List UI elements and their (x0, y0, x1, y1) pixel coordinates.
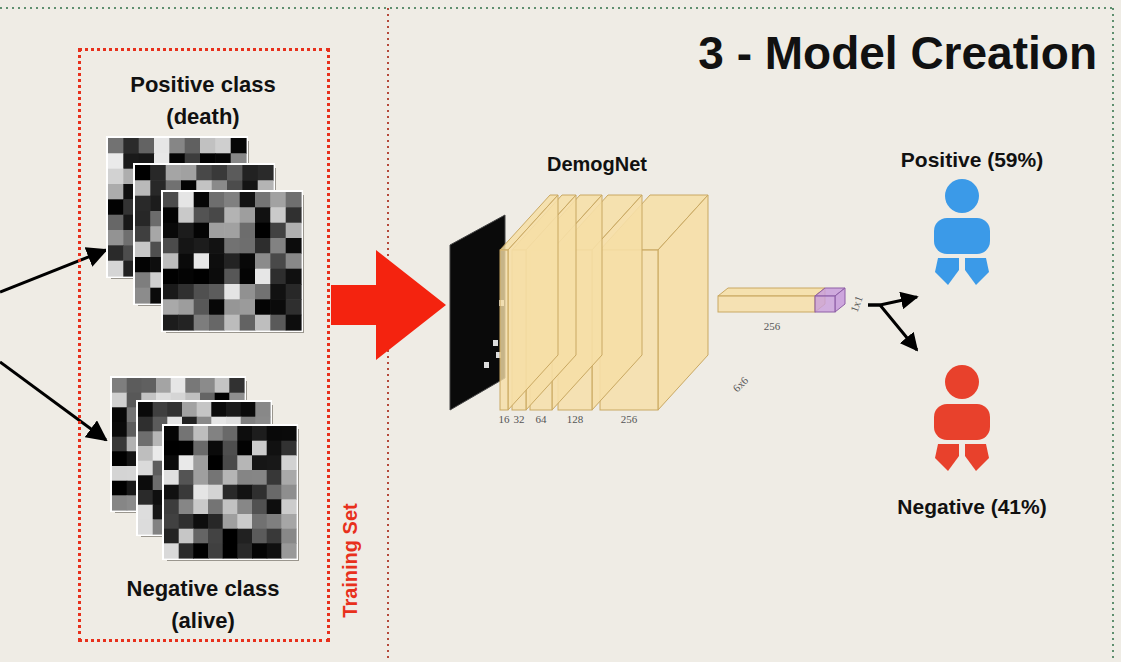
baby-icon-red (934, 365, 990, 471)
negative-class-group: Negative class (alive) (93, 375, 318, 639)
flow-arrow (331, 250, 446, 360)
node-label: Positive (59%) (862, 145, 1082, 175)
dimension-label: 128 (567, 413, 584, 425)
frame-line (0, 7, 1113, 9)
baby-icon-blue (934, 179, 990, 285)
positive-output: Positive (59%) (862, 145, 1082, 295)
cnn-layers (450, 195, 845, 410)
node-label: Negative class (alive) (108, 573, 298, 637)
dimension-label: 1x1 (848, 294, 865, 314)
dimension-label: 256 (764, 320, 781, 332)
frame-line (1112, 8, 1114, 662)
dimension-label: 16 (499, 413, 510, 425)
dimension-label: 6x6 (730, 374, 750, 394)
input-arrow (0, 362, 106, 440)
dimension-label: 32 (514, 413, 525, 425)
output-arrow (868, 305, 917, 350)
input-arrow (0, 250, 106, 292)
training-set-box: Training SetPositive class (death)Negati… (78, 48, 330, 642)
node-label: DemogNet (497, 150, 697, 179)
cnn-model: DemogNet (448, 148, 868, 438)
page-title: 3 - Model Creation (698, 26, 1097, 80)
dimension-label: 64 (536, 413, 547, 425)
dimension-label: 256 (621, 413, 638, 425)
image-stacks (106, 136, 304, 561)
node-label: Negative (41%) (862, 492, 1082, 522)
positive-class-group: Positive class (death) (93, 65, 313, 337)
node-label: Training Set (336, 461, 365, 661)
negative-output: Negative (41%) (862, 352, 1082, 522)
node-label: Positive class (death) (113, 69, 293, 133)
